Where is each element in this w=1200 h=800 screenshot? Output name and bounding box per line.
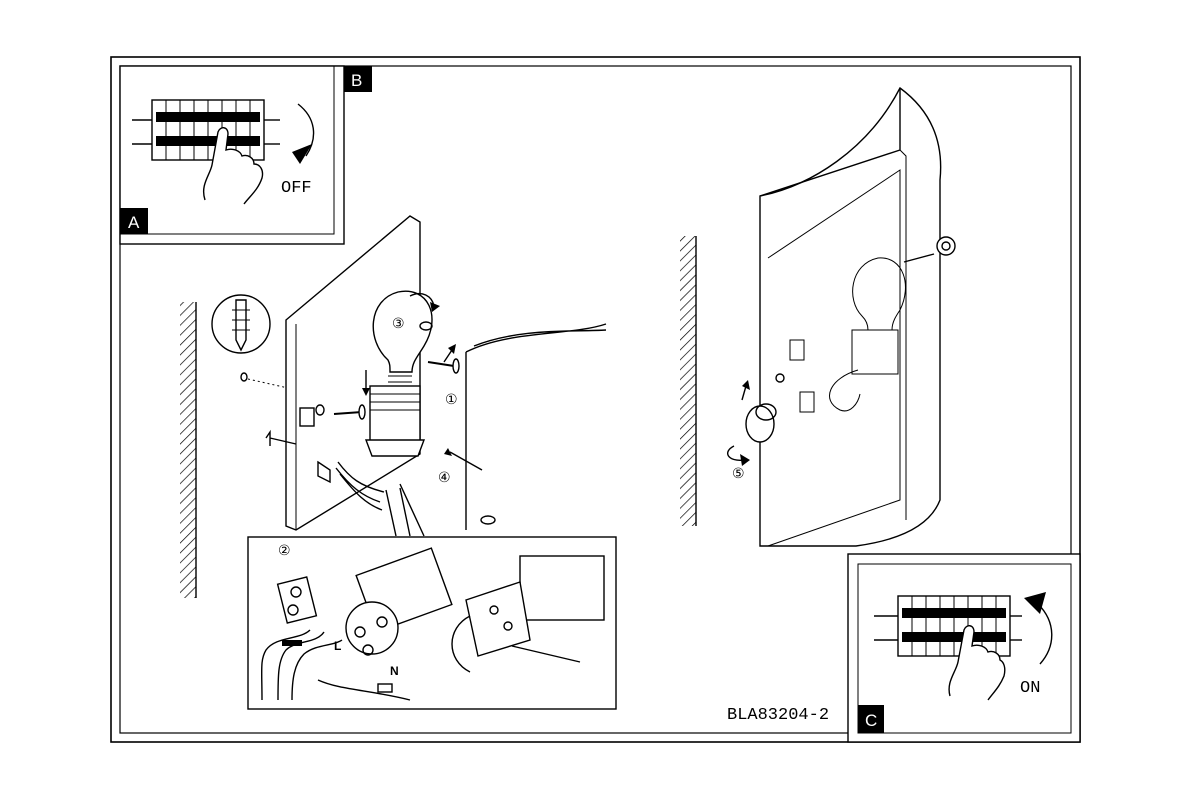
light-bulb <box>372 290 440 389</box>
mains-wires <box>260 629 343 701</box>
panel-letter-c: C <box>865 711 877 730</box>
switch-state-off: OFF <box>281 179 312 198</box>
breaker-panel-off <box>132 99 280 161</box>
rotate-arrow-icon <box>297 103 315 157</box>
rotate-arrow-icon <box>1037 603 1053 665</box>
breaker-panel-on <box>874 595 1022 657</box>
panel-c: ON C <box>847 553 1081 743</box>
screw-icon <box>333 404 366 420</box>
switch-state-on: ON <box>1020 679 1040 698</box>
panel-letter-a: A <box>128 213 140 232</box>
wall-hatch-right <box>680 236 696 526</box>
wire-label-l: L <box>334 639 341 653</box>
lamp-shade-left <box>465 323 607 530</box>
terminal-block <box>276 576 318 624</box>
knob-screw <box>741 373 785 443</box>
panel-tag-a <box>120 208 148 234</box>
socket-detail-1 <box>345 547 453 656</box>
panel-a: OFF A <box>119 65 345 245</box>
hand-icon <box>948 625 1006 701</box>
left-assembly-scene <box>180 215 607 598</box>
bulb-inside-shade <box>851 257 906 375</box>
panel-letter-b: B <box>351 71 362 90</box>
panel-tag-c <box>858 705 884 733</box>
cable <box>335 461 385 511</box>
socket-detail-2 <box>451 555 605 673</box>
sheet-border <box>110 56 1081 743</box>
screw-icon-top <box>427 344 460 374</box>
wire-label-n: N <box>390 664 399 678</box>
step-number-5: ⑤ <box>732 466 745 482</box>
wall-plug-magnifier <box>211 294 271 354</box>
step-number-1: ① <box>445 392 458 408</box>
lamp-socket <box>364 385 426 457</box>
lamp-shade-right <box>759 86 942 547</box>
panel-tag-b <box>344 66 372 92</box>
step-number-4: ④ <box>438 470 451 486</box>
wall-screw-cap <box>936 236 956 256</box>
wall-bracket-plate <box>285 215 421 531</box>
document-code: BLA83204-2 <box>727 706 829 725</box>
step-number-3: ③ <box>392 316 405 332</box>
wiring-detail-inset: ② L N <box>247 487 617 710</box>
step-number-2: ② <box>278 543 291 559</box>
right-assembly-scene: ⑤ <box>680 86 956 547</box>
hand-icon <box>203 127 264 205</box>
wall-hatch-left <box>180 302 196 598</box>
main-frame <box>119 65 1072 734</box>
